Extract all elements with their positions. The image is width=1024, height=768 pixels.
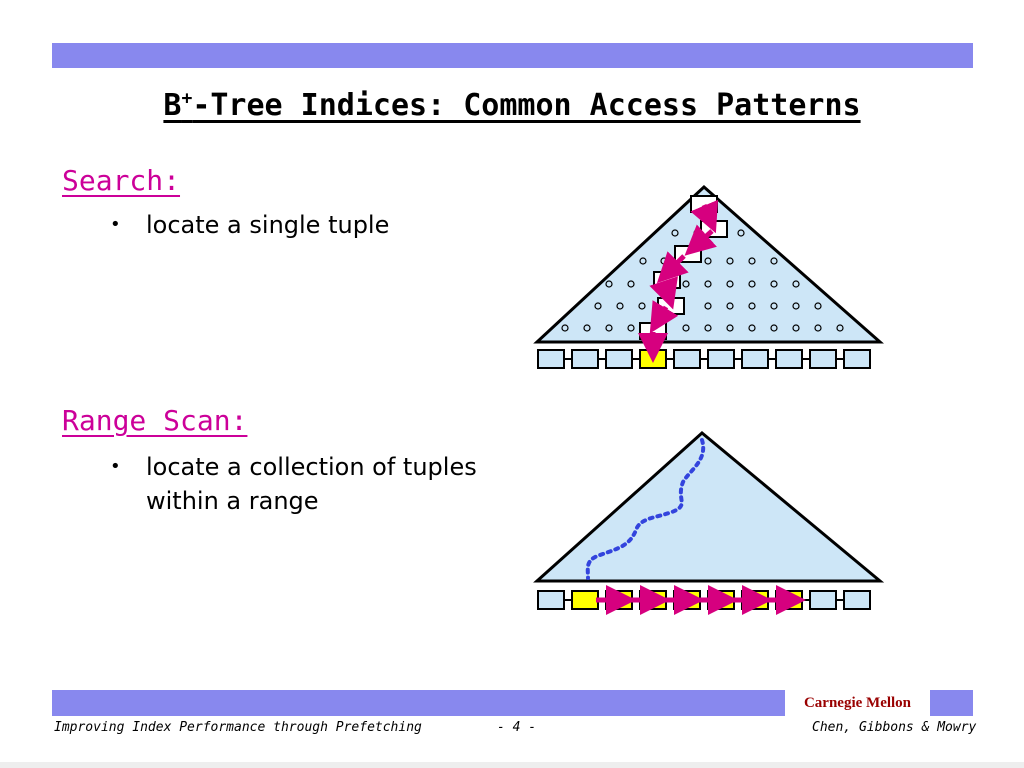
footer-page-number: - 4 - <box>497 720 537 735</box>
index-node-circle <box>638 302 646 310</box>
search-path-arrows <box>638 199 719 363</box>
leaf-node <box>775 349 803 369</box>
leaf-node <box>741 349 769 369</box>
index-node-circle <box>627 280 635 288</box>
index-node-circle <box>616 302 624 310</box>
search-tree-diagram <box>533 184 884 369</box>
index-node-circle <box>639 257 647 265</box>
leaf-node <box>843 349 871 369</box>
leaf-node <box>809 590 837 610</box>
index-node-circle <box>704 257 712 265</box>
index-node-circle <box>770 257 778 265</box>
footer-authors: Chen, Gibbons & Mowry <box>812 720 977 735</box>
index-node-circle <box>770 302 778 310</box>
index-node-circle <box>627 324 635 332</box>
leaf-node <box>571 349 599 369</box>
index-node-circle <box>594 302 602 310</box>
index-node-circle <box>704 280 712 288</box>
index-node-circle <box>792 324 800 332</box>
leaf-node <box>843 590 871 610</box>
index-node-circle <box>770 280 778 288</box>
leaf-node <box>605 349 633 369</box>
index-node-circle <box>726 302 734 310</box>
carnegie-mellon-logo: Carnegie Mellon <box>785 690 930 716</box>
leaf-node <box>537 349 565 369</box>
index-node-circle <box>605 324 613 332</box>
index-node-circle <box>748 302 756 310</box>
index-node-circle <box>726 280 734 288</box>
search-leaf-nodes <box>537 349 871 369</box>
index-node-circle <box>814 324 822 332</box>
range-scan-tree-diagram <box>533 431 885 615</box>
index-node-circle <box>704 324 712 332</box>
index-node-circle <box>748 257 756 265</box>
index-node-circles <box>561 229 844 332</box>
index-node-circle <box>836 324 844 332</box>
range-scan-bullet-line2: within a range <box>146 487 319 515</box>
index-node-circle <box>792 302 800 310</box>
leaf-node <box>673 349 701 369</box>
index-node-circle <box>704 302 712 310</box>
leaf-node <box>809 349 837 369</box>
index-node-circle <box>726 257 734 265</box>
index-node-circle <box>748 324 756 332</box>
range-tree-triangle <box>533 431 885 583</box>
index-node-circle <box>770 324 778 332</box>
highlighted-leaf-node <box>571 590 599 610</box>
slide-title: B+-Tree Indices: Common Access Patterns <box>163 88 861 123</box>
search-bullet-text: locate a single tuple <box>146 211 390 239</box>
index-node-circle <box>671 229 679 237</box>
index-node-circle <box>583 324 591 332</box>
index-node-circle <box>792 280 800 288</box>
bullet-dot: • <box>110 456 121 477</box>
index-node-circle <box>726 324 734 332</box>
leaf-node <box>537 590 565 610</box>
range-scan-bullet-line1: locate a collection of tuples <box>146 453 477 481</box>
index-node-circle <box>814 302 822 310</box>
header-band <box>52 43 973 68</box>
footer-talk-title: Improving Index Performance through Pref… <box>54 720 422 735</box>
range-scan-heading: Range Scan: <box>62 404 248 437</box>
index-node-circle <box>682 324 690 332</box>
index-node-circle <box>561 324 569 332</box>
range-dotted-path <box>585 438 706 580</box>
index-node-circle <box>748 280 756 288</box>
search-heading: Search: <box>62 164 181 197</box>
bottom-strip <box>0 762 1024 768</box>
index-node-circle <box>605 280 613 288</box>
index-node-circle <box>737 229 745 237</box>
leaf-node <box>707 349 735 369</box>
bullet-dot: • <box>110 214 121 235</box>
